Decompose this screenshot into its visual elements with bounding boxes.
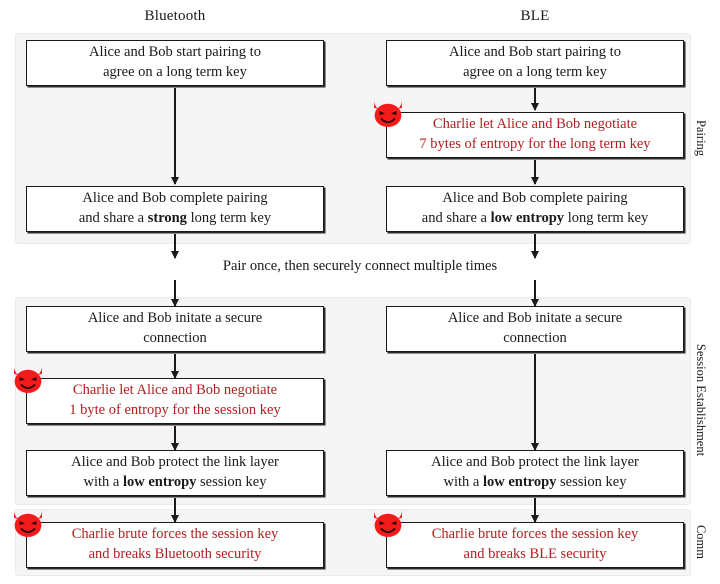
box-line-1: Alice and Bob complete pairing bbox=[442, 190, 628, 207]
box-ble-pairing-complete: Alice and Bob complete pairing and share… bbox=[386, 186, 684, 232]
box-line-1: Alice and Bob start pairing to bbox=[449, 44, 621, 61]
arrow-caption-to-bluetooth-session bbox=[174, 280, 176, 306]
devil-face-icon bbox=[371, 96, 405, 128]
box-line-2: with a low entropy session key bbox=[443, 474, 627, 490]
box-line-1: Charlie brute forces the session key bbox=[71, 526, 279, 543]
box-ble-pairing-entropy-attack: Charlie let Alice and Bob negotiate 7 by… bbox=[386, 112, 684, 158]
arrow-bluetooth-session-init-to-attack bbox=[174, 354, 176, 378]
phase-label-session-establishment: Session Establishment bbox=[694, 343, 708, 457]
box-line-2: connection bbox=[143, 330, 207, 346]
box-bluetooth-session-initiate: Alice and Bob initate a secure connectio… bbox=[26, 306, 324, 352]
box-line-2: with a low entropy session key bbox=[83, 474, 267, 490]
box-ble-session-protect-link-layer: Alice and Bob protect the link layer wit… bbox=[386, 450, 684, 496]
arrow-caption-to-ble-session bbox=[534, 280, 536, 306]
arrow-bluetooth-protect-to-break bbox=[174, 498, 176, 522]
box-line-2: 7 bytes of entropy for the long term key bbox=[419, 136, 651, 152]
box-line-1: Alice and Bob start pairing to bbox=[89, 44, 261, 61]
arrow-ble-protect-to-break bbox=[534, 498, 536, 522]
phase-label-comm: Comm bbox=[694, 524, 708, 560]
box-line-1: Alice and Bob initate a secure bbox=[87, 310, 263, 327]
emphasis-low-entropy: low entropy bbox=[482, 474, 557, 490]
arrow-bluetooth-pairing-to-caption bbox=[174, 234, 176, 258]
phase-label-pairing: Pairing bbox=[694, 119, 708, 157]
box-ble-brute-force-break: Charlie brute forces the session key and… bbox=[386, 522, 684, 568]
box-line-2: agree on a long term key bbox=[103, 64, 247, 80]
emphasis-low-entropy: low entropy bbox=[122, 474, 197, 490]
devil-face-icon bbox=[11, 362, 45, 394]
arrow-ble-pairing-start-to-attack bbox=[534, 88, 536, 110]
box-bluetooth-brute-force-break: Charlie brute forces the session key and… bbox=[26, 522, 324, 568]
arrow-ble-attack-to-pairing-complete bbox=[534, 160, 536, 184]
box-line-1: Charlie let Alice and Bob negotiate bbox=[432, 116, 638, 133]
box-ble-pairing-start: Alice and Bob start pairing to agree on … bbox=[386, 40, 684, 86]
box-line-1: Alice and Bob initate a secure bbox=[447, 310, 623, 327]
column-header-bluetooth: Bluetooth bbox=[144, 8, 206, 24]
box-line-2: and share a low entropy long term key bbox=[421, 210, 649, 226]
box-bluetooth-session-entropy-attack: Charlie let Alice and Bob negotiate 1 by… bbox=[26, 378, 324, 424]
box-line-1: Alice and Bob protect the link layer bbox=[71, 454, 279, 471]
box-line-2: and breaks BLE security bbox=[463, 546, 607, 562]
box-line-2: and share a strong long term key bbox=[78, 210, 272, 226]
box-line-1: Charlie brute forces the session key bbox=[431, 526, 639, 543]
box-line-1: Alice and Bob complete pairing bbox=[82, 190, 268, 207]
box-line-2: agree on a long term key bbox=[463, 64, 607, 80]
box-line-2: 1 byte of entropy for the session key bbox=[69, 402, 281, 418]
box-line-2: connection bbox=[503, 330, 567, 346]
caption-pair-once: Pair once, then securely connect multipl… bbox=[222, 258, 498, 274]
devil-face-icon bbox=[371, 506, 405, 538]
arrow-bluetooth-attack-to-protect bbox=[174, 426, 176, 450]
box-bluetooth-pairing-start: Alice and Bob start pairing to agree on … bbox=[26, 40, 324, 86]
box-bluetooth-pairing-complete: Alice and Bob complete pairing and share… bbox=[26, 186, 324, 232]
arrow-ble-session-init-to-protect bbox=[534, 354, 536, 450]
devil-face-icon bbox=[11, 506, 45, 538]
arrow-bluetooth-pairing-start-to-done bbox=[174, 88, 176, 184]
box-line-2: and breaks Bluetooth security bbox=[88, 546, 262, 562]
column-header-ble: BLE bbox=[520, 8, 550, 24]
emphasis-low-entropy: low entropy bbox=[490, 210, 565, 226]
emphasis-strong: strong bbox=[147, 210, 187, 226]
arrow-ble-pairing-to-caption bbox=[534, 234, 536, 258]
box-line-1: Charlie let Alice and Bob negotiate bbox=[72, 382, 278, 399]
box-bluetooth-session-protect-link-layer: Alice and Bob protect the link layer wit… bbox=[26, 450, 324, 496]
box-line-1: Alice and Bob protect the link layer bbox=[431, 454, 639, 471]
box-ble-session-initiate: Alice and Bob initate a secure connectio… bbox=[386, 306, 684, 352]
